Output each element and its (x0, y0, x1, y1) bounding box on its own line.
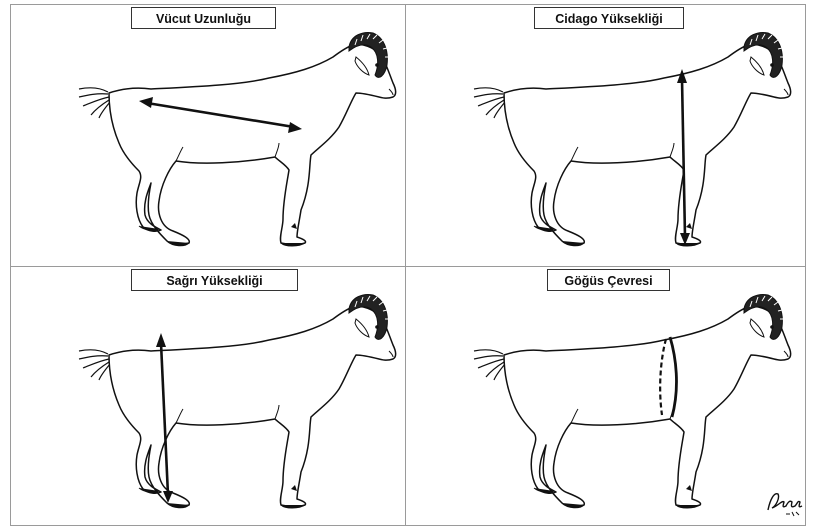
panel-title: Cidago Yüksekliği (534, 7, 684, 29)
panel-title: Göğüs Çevresi (547, 269, 670, 291)
panel-rump-height: Sağrı Yüksekliği (11, 267, 406, 528)
goat-illustration (406, 267, 801, 528)
panel-body-length: Vücut Uzunluğu (11, 5, 406, 266)
panel-chest-girth: Göğüs Çevresi (406, 267, 801, 528)
panel-title: Vücut Uzunluğu (131, 7, 276, 29)
goat-illustration (11, 267, 406, 528)
goat-illustration (11, 5, 406, 266)
artist-signature (764, 486, 806, 520)
panel-title: Sağrı Yüksekliği (131, 269, 298, 291)
goat-illustration (406, 5, 801, 266)
panel-withers-height: Cidago Yüksekliği (406, 5, 801, 266)
